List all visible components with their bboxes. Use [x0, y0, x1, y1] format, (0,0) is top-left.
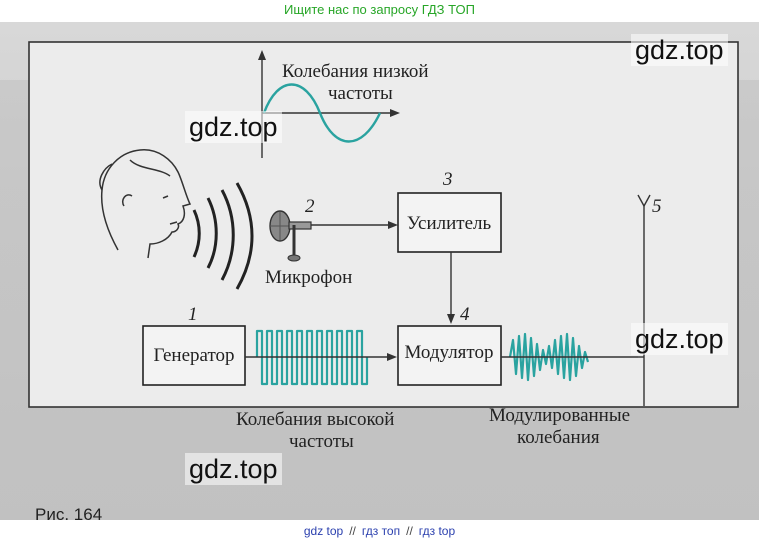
footer-link-1[interactable]: gdz top: [303, 524, 344, 538]
num-4: 4: [460, 304, 470, 325]
high-freq-label-line2: частоты: [289, 431, 354, 452]
watermark-upper-left: gdz.top: [185, 111, 282, 143]
header-search-link[interactable]: Ищите нас по запросу ГДЗ ТОП: [284, 2, 475, 17]
antenna-icon: [637, 194, 651, 208]
footer-link-2[interactable]: гдз топ: [361, 524, 401, 538]
modulated-wave: [508, 332, 590, 382]
modulated-label-line2: колебания: [517, 427, 600, 448]
low-freq-wave: [262, 83, 382, 143]
boy-head-icon: [99, 149, 192, 259]
num-2: 2: [305, 196, 315, 217]
num-5: 5: [652, 196, 662, 217]
generator-box: [142, 325, 246, 386]
mic-to-amplifier-arrow: [388, 221, 398, 229]
watermark-bottom: gdz.top: [185, 453, 282, 485]
high-freq-label-line1: Колебания высокой: [236, 409, 394, 430]
low-freq-y-arrow: [258, 50, 266, 60]
modulator-box: [397, 325, 502, 386]
watermark-right: gdz.top: [631, 323, 728, 355]
num-3: 3: [442, 169, 453, 190]
figure-caption: Рис. 164: [35, 505, 103, 520]
amplifier-to-modulator-arrow: [447, 314, 455, 324]
low-freq-label-line2: частоты: [328, 83, 393, 104]
sound-waves-icon: [192, 182, 254, 290]
microphone-icon: [269, 210, 312, 262]
amplifier-box: [397, 192, 502, 253]
block-diagram: Колебания низкой частоты 2 М: [28, 41, 739, 452]
amplifier-label: Усилитель: [407, 213, 492, 234]
footer-links: gdz top // гдз топ // гдз top: [0, 524, 759, 538]
low-freq-label-line1: Колебания низкой: [282, 61, 429, 82]
generator-label: Генератор: [153, 345, 234, 366]
footer-separator: //: [349, 524, 356, 538]
modulator-label: Модулятор: [405, 342, 494, 363]
modulated-label-line1: Модулированные: [489, 405, 630, 426]
footer-separator: //: [406, 524, 413, 538]
generator-to-modulator-arrow: [387, 353, 397, 361]
microphone-label: Микрофон: [265, 267, 352, 288]
num-1: 1: [188, 304, 198, 325]
watermark-top-right: gdz.top: [631, 34, 728, 66]
footer-link-3[interactable]: гдз top: [418, 524, 456, 538]
scanned-figure: Колебания низкой частоты 2 М: [0, 22, 759, 520]
low-freq-x-arrow: [390, 109, 400, 117]
